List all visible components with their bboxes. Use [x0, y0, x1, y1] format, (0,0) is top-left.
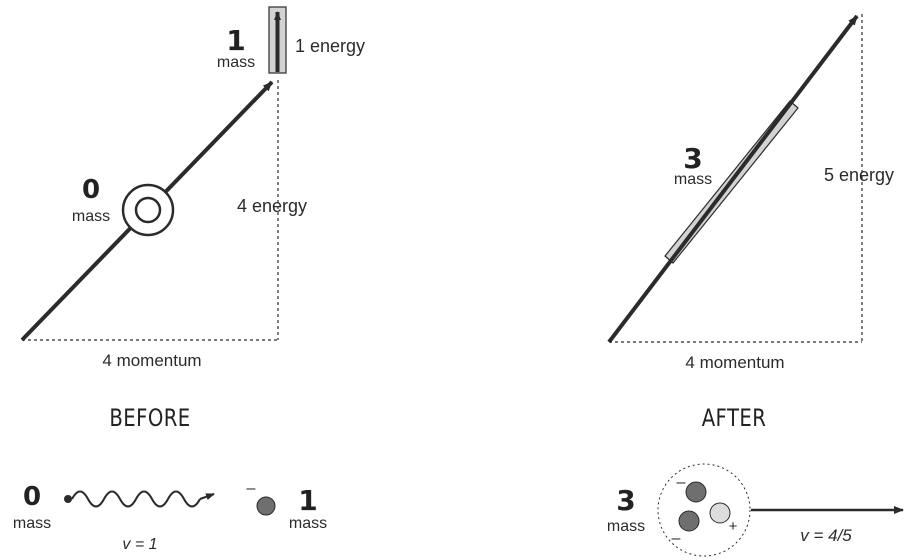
after-momentum-label: 4 momentum: [685, 353, 784, 372]
energy-5-label: 5 energy: [824, 165, 894, 185]
electron-top: [685, 481, 707, 503]
bottom-photon-velocity: v = 1: [122, 536, 157, 553]
bottom-electron-mass-value: 1: [298, 484, 317, 517]
bottom-composite-mass-word: mass: [607, 518, 645, 535]
energy-4-label: 4 energy: [237, 196, 307, 216]
positron: [709, 502, 731, 524]
photon-wave-arrow: [199, 493, 215, 500]
charge-plus: +: [729, 518, 738, 535]
electron-mass-value: 1: [226, 24, 245, 57]
electron-charge: –: [247, 480, 256, 497]
composite-velocity: v = 4/5: [800, 526, 852, 545]
before-particles: 0 mass v = 1 – 1 mass: [13, 480, 327, 553]
bottom-photon-mass-word: mass: [13, 515, 51, 532]
after-mass-value: 3: [683, 142, 702, 175]
charge-bottom: –: [672, 530, 681, 547]
energy-1-label: 1 energy: [295, 36, 365, 56]
bottom-composite-mass-value: 3: [616, 484, 635, 517]
electron-mass-word: mass: [217, 54, 255, 71]
after-mass-word: mass: [674, 171, 712, 188]
composite-arrow: [607, 14, 859, 344]
before-diagram: 0 mass 1 mass 1 energy 4 energy 4 moment…: [20, 6, 365, 433]
after-particles: 3 mass – – + v = 4/5: [607, 463, 904, 557]
electron-bottom: [678, 510, 700, 532]
before-momentum-label: 4 momentum: [102, 351, 201, 370]
composite-boundary: [657, 463, 751, 557]
bottom-photon-mass-value: 0: [23, 482, 41, 512]
photon-wave: [71, 490, 201, 508]
after-heading: AFTER: [702, 405, 767, 432]
photon-mass-word: mass: [72, 208, 110, 225]
charge-top: –: [677, 474, 686, 491]
photon-mass-value: 0: [82, 175, 100, 205]
bottom-electron-mass-word: mass: [289, 515, 327, 532]
after-diagram: 3 mass 5 energy 4 momentum AFTER: [607, 14, 894, 433]
photon-symbol-inner: [134, 196, 162, 224]
photon-start-dot: [64, 495, 72, 503]
before-heading: BEFORE: [109, 405, 190, 432]
electron-particle: [256, 496, 276, 516]
